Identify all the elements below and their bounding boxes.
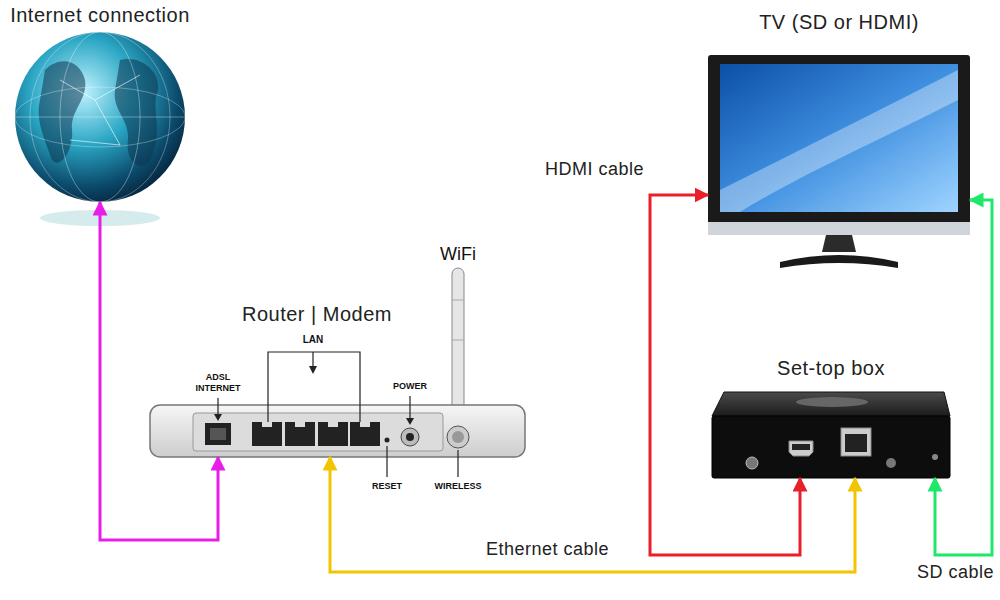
lan-port [252, 422, 282, 446]
tv-bezel [708, 222, 970, 235]
leader-line [312, 352, 313, 368]
box-logo [796, 397, 868, 407]
leader-arrowhead [406, 418, 414, 425]
tv-node: TV (SD or HDMI) [708, 55, 970, 235]
parallel [15, 87, 185, 147]
device-heading: Internet connection [10, 4, 190, 27]
button-label: RESET [372, 481, 402, 492]
leader-arrowhead [309, 366, 317, 374]
hdmi-port-inner [792, 444, 810, 450]
network-lines [60, 75, 140, 145]
port-notch [295, 422, 305, 427]
adsl-port-inner [210, 428, 226, 440]
lan-port [318, 422, 348, 446]
port-label: POWER [393, 381, 427, 392]
port-panel [193, 413, 443, 451]
port-notch [360, 422, 370, 427]
device-heading: Set-top box [777, 357, 885, 380]
sd-jack [932, 454, 938, 460]
power-jack [401, 428, 419, 446]
port-group-label: LAN [303, 334, 324, 346]
tv-screen [720, 64, 958, 212]
lan-bracket [268, 352, 360, 422]
port-label: ADSL INTERNET [192, 372, 244, 394]
continent [39, 61, 86, 162]
tv-neck [822, 235, 856, 252]
router-body [150, 405, 525, 457]
equator [15, 117, 185, 118]
power-jack-pin [406, 433, 414, 441]
lan-port-inner [845, 434, 867, 452]
antenna-label: WiFi [440, 244, 476, 266]
set-top-box-node: Set-top box [712, 390, 950, 478]
globe [15, 32, 185, 202]
cable-label: HDMI cable [543, 160, 646, 180]
device-heading: TV (SD or HDMI) [759, 11, 919, 34]
lan-port [285, 422, 315, 446]
globe-node: Internet connection [15, 32, 185, 202]
lan-port [350, 422, 380, 446]
router-node: Router | Modem [150, 405, 525, 457]
screen-glare [720, 70, 958, 212]
sd-cable [935, 200, 992, 555]
continent [115, 59, 158, 166]
audio-jack [886, 458, 896, 468]
port-notch [328, 422, 338, 427]
box-top [712, 392, 950, 416]
leader-line [386, 446, 387, 477]
tv-base [780, 255, 898, 268]
leader-arrowhead [214, 414, 222, 421]
leader-line [457, 450, 458, 477]
antenna-base-inner [452, 431, 464, 443]
reset-hole [385, 438, 390, 443]
box-front [712, 416, 950, 478]
device-heading: Router | Modem [242, 303, 392, 326]
tv-frame [708, 55, 970, 235]
cable-label: Ethernet cable [484, 540, 611, 560]
antenna-label: WIRELESS [434, 481, 481, 492]
antenna-ridge [452, 300, 464, 340]
ethernet-cable [330, 457, 855, 572]
leader-line [217, 398, 218, 416]
antenna-base [447, 426, 469, 448]
internet-cable [100, 202, 218, 540]
port-notch [262, 422, 272, 427]
av-jack [746, 457, 758, 469]
lan-port [841, 428, 871, 456]
hdmi-port [789, 441, 813, 456]
cable-label: SD cable [915, 563, 996, 583]
adsl-port [205, 423, 231, 445]
leader-line [409, 396, 410, 420]
